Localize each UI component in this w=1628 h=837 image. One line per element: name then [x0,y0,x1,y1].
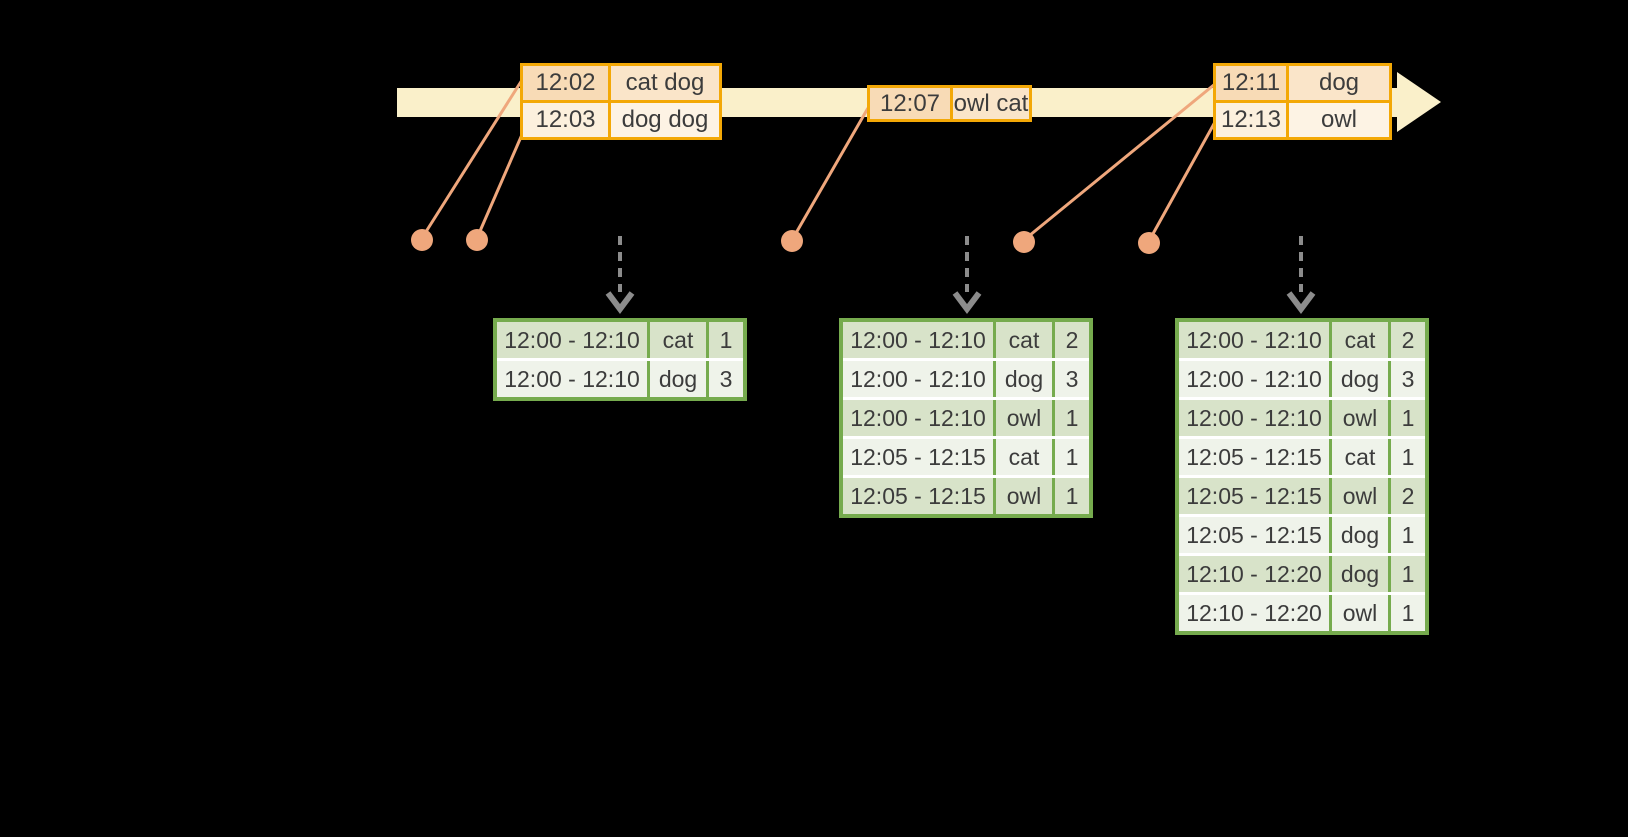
result-row-word-cell: owl [1332,478,1388,514]
result-row-count-cell: 2 [1055,322,1089,358]
result-row-window-cell: 12:10 - 12:20 [1179,556,1329,592]
result-row-word-cell: owl [1332,595,1388,631]
result-row-count-cell: 2 [1391,322,1425,358]
result-row-count-cell: 1 [1391,439,1425,475]
trigger-arrowhead-icon [952,291,982,314]
connector-lines [420,79,1217,242]
result-row-window-cell: 12:00 - 12:10 [497,322,647,358]
event-dot [411,229,433,251]
event-row-words-cell: dog [1289,66,1389,100]
result-row-window-cell: 12:05 - 12:15 [1179,439,1329,475]
result-row-word-cell: owl [996,400,1052,436]
result-row-count-cell: 1 [1055,478,1089,514]
event-dot [781,230,803,252]
result-row-count-cell: 3 [1055,361,1089,397]
connector-line [790,107,870,241]
result-row-window-cell: 12:00 - 12:10 [1179,361,1329,397]
result-row-window-cell: 12:05 - 12:15 [1179,478,1329,514]
result-row-word-cell: dog [1332,361,1388,397]
event-row-time-cell: 12:03 [523,103,608,137]
result-row-window-cell: 12:05 - 12:15 [843,478,993,514]
result-row-window-cell: 12:00 - 12:10 [843,361,993,397]
result-row-window-cell: 12:10 - 12:20 [1179,595,1329,631]
event-row-words-cell: cat dog [611,66,719,100]
result-row-word-cell: cat [650,322,706,358]
result-row-window-cell: 12:00 - 12:10 [843,322,993,358]
result-row-window-cell: 12:05 - 12:15 [843,439,993,475]
result-row-count-cell: 1 [1055,439,1089,475]
result-row-count-cell: 3 [1391,361,1425,397]
result-row-word-cell: cat [996,322,1052,358]
result-row-count-cell: 1 [1391,556,1425,592]
result-row-window-cell: 12:00 - 12:10 [497,361,647,397]
result-row-window-cell: 12:00 - 12:10 [1179,322,1329,358]
result-row-word-cell: dog [996,361,1052,397]
event-row-time-cell: 12:11 [1216,66,1286,100]
event-row-words-cell: dog dog [611,103,719,137]
result-row-count-cell: 1 [1391,595,1425,631]
result-row-word-cell: dog [1332,556,1388,592]
result-row-word-cell: cat [996,439,1052,475]
result-row-count-cell: 2 [1391,478,1425,514]
result-row-count-cell: 1 [1391,517,1425,553]
result-row-word-cell: cat [1332,439,1388,475]
result-row-window-cell: 12:05 - 12:15 [1179,517,1329,553]
connector-line [475,129,526,239]
result-row-window-cell: 12:00 - 12:10 [843,400,993,436]
event-row-time-cell: 12:02 [523,66,608,100]
event-row-time-cell: 12:13 [1216,103,1286,137]
result-row-count-cell: 1 [1391,400,1425,436]
event-row-time-cell: 12:07 [870,88,950,119]
result-row-word-cell: cat [1332,322,1388,358]
result-row-word-cell: owl [996,478,1052,514]
trigger-arrows [605,236,1316,314]
trigger-arrowhead-icon [1286,291,1316,314]
result-row-count-cell: 1 [1055,400,1089,436]
result-row-count-cell: 3 [709,361,743,397]
connector-line [1023,82,1216,242]
result-row-word-cell: owl [1332,400,1388,436]
event-row-words-cell: owl cat [953,88,1029,119]
connector-line [1147,121,1217,242]
result-row-word-cell: dog [650,361,706,397]
event-dot [466,229,488,251]
result-row-count-cell: 1 [709,322,743,358]
event-dot [1138,232,1160,254]
connector-line [420,79,524,239]
event-dot [1013,231,1035,253]
result-row-word-cell: dog [1332,517,1388,553]
trigger-arrowhead-icon [605,291,635,314]
event-dots [411,229,1160,254]
timeline-arrowhead-icon [1397,72,1441,132]
event-row-words-cell: owl [1289,103,1389,137]
result-row-window-cell: 12:00 - 12:10 [1179,400,1329,436]
